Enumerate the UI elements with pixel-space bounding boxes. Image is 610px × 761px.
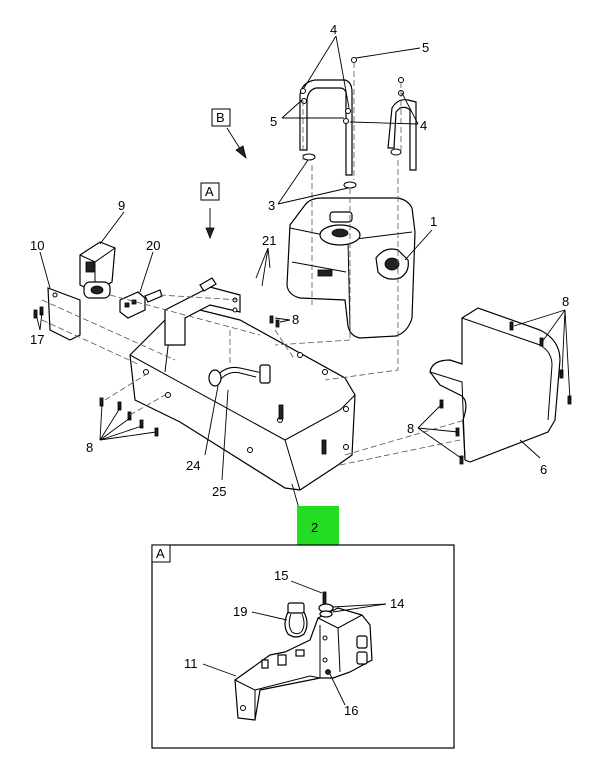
svg-text:B: B	[216, 110, 225, 125]
callout-1: 1	[430, 214, 437, 229]
highlight-callout-2[interactable]: 2	[297, 506, 339, 546]
callout-6: 6	[540, 462, 547, 477]
pump-bracket	[47, 287, 81, 341]
tank-strap-brackets	[299, 79, 417, 189]
callout-15: 15	[274, 568, 288, 583]
view-ref-a: A	[200, 182, 220, 201]
callout-4-right: 4	[420, 118, 427, 133]
callout-9: 9	[118, 198, 125, 213]
callout-5-top: 5	[422, 40, 429, 55]
callout-8-center: 8	[292, 312, 299, 327]
callout-8-left: 8	[86, 440, 93, 455]
alignment-lines	[41, 62, 466, 466]
callout-8-guard: 8	[407, 421, 414, 436]
svg-text:A: A	[205, 184, 214, 199]
callout-25: 25	[212, 484, 226, 499]
detail-view-a: A 15 14 19 11 16	[151, 544, 455, 749]
upper-bracket	[164, 286, 241, 346]
hose	[208, 364, 271, 387]
callout-20: 20	[146, 238, 160, 253]
callout-4-top: 4	[330, 22, 337, 37]
callout-11: 11	[184, 656, 198, 671]
callout-labels: 1 4 5 5 4 3 9 10 20 21 17 8 8 24 25 8 8 …	[30, 22, 569, 499]
detail-title: A	[156, 546, 165, 561]
callout-10: 10	[30, 238, 44, 253]
callout-16: 16	[344, 703, 358, 718]
callout-17: 17	[30, 332, 44, 347]
callout-2: 2	[311, 520, 318, 535]
strap-bolts	[300, 57, 404, 124]
callout-3: 3	[268, 198, 275, 213]
callout-21: 21	[262, 233, 276, 248]
pump-assembly	[79, 241, 116, 299]
callout-14: 14	[390, 596, 404, 611]
guard-shield	[429, 307, 561, 463]
def-tank	[286, 197, 416, 339]
callout-19: 19	[233, 604, 247, 619]
callout-24: 24	[186, 458, 200, 473]
callout-8-right: 8	[562, 294, 569, 309]
connector-clip	[199, 277, 217, 292]
callout-5-left: 5	[270, 114, 277, 129]
valve	[119, 289, 163, 319]
mounting-plate	[129, 304, 356, 491]
view-ref-b: B	[211, 108, 231, 127]
view-arrows	[205, 127, 247, 240]
